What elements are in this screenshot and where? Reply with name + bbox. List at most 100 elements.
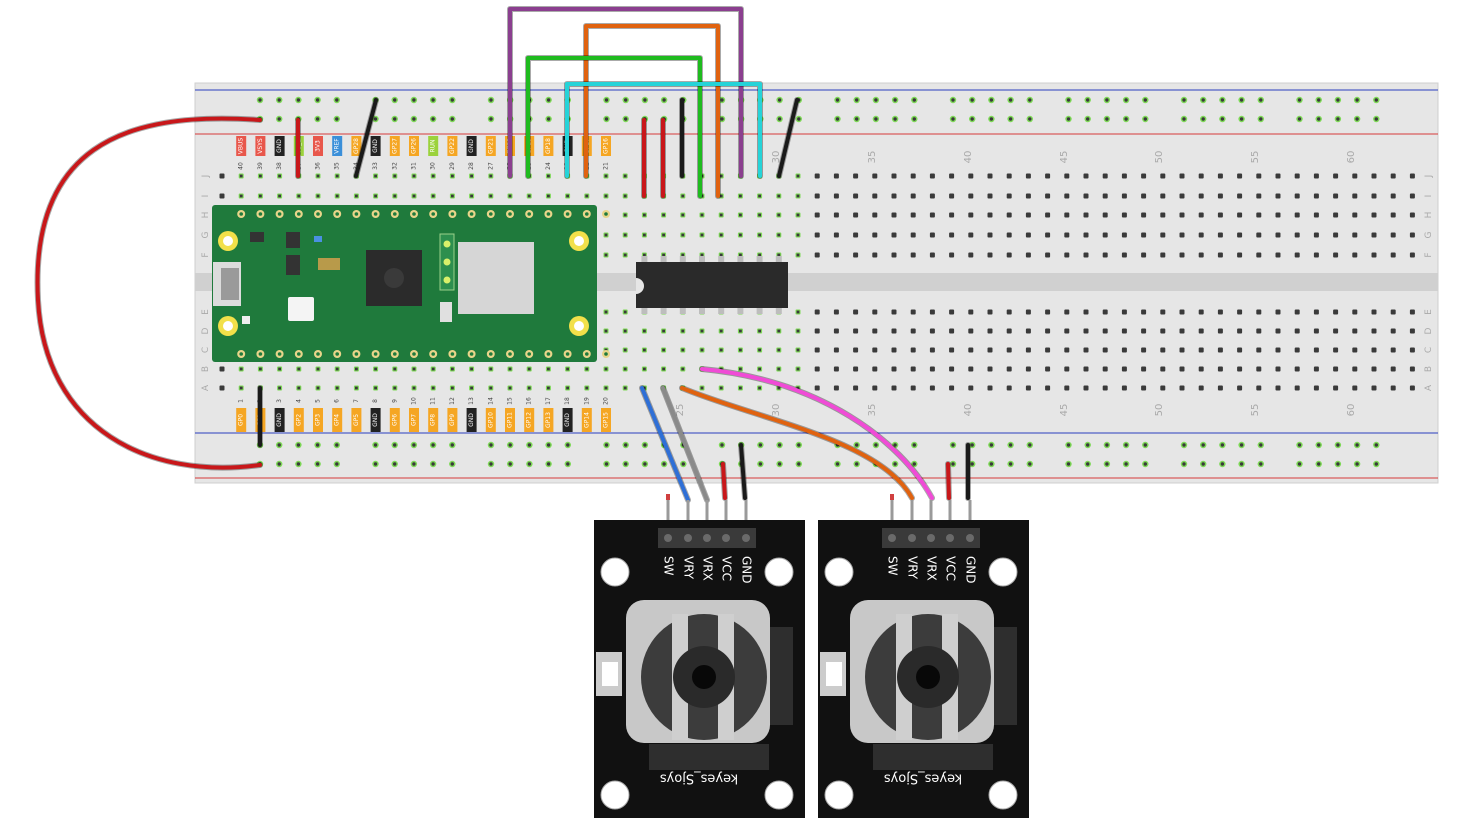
wifi-module <box>458 242 534 314</box>
hole <box>891 232 897 238</box>
hole <box>833 309 839 315</box>
top-rail-hole-center <box>1182 98 1186 102</box>
hole <box>1217 328 1223 334</box>
pin-label-box <box>543 408 554 432</box>
hole-center <box>527 386 531 390</box>
pin-label-top: GP21 <box>487 138 494 154</box>
component <box>286 255 300 275</box>
hole <box>968 193 974 199</box>
hole-center <box>739 233 742 237</box>
hole <box>1045 173 1051 179</box>
top-rail-hole-center <box>277 98 281 102</box>
hole <box>1102 309 1108 315</box>
row-letter-right: F <box>1424 252 1434 257</box>
hole-center <box>239 367 243 371</box>
top-rail-hole-center <box>1297 117 1302 121</box>
wire-black-gnd-1 <box>739 443 747 500</box>
hole <box>1294 347 1300 353</box>
row-letter-left: B <box>201 366 211 372</box>
hole-center <box>489 194 493 198</box>
hole <box>1217 193 1223 199</box>
hole <box>1121 173 1127 179</box>
hole <box>1083 347 1089 353</box>
hole <box>1294 328 1300 334</box>
bottom-rail-hole-center <box>1066 462 1071 466</box>
hole <box>1371 328 1377 334</box>
hole <box>1256 193 1262 199</box>
hole-center <box>777 329 781 333</box>
pin-socket <box>927 534 935 542</box>
pin-label-bottom: GP0 <box>238 414 245 426</box>
pin-label-box <box>274 408 285 432</box>
mounting-hole-center <box>574 236 584 246</box>
hole <box>814 212 820 218</box>
hole <box>1352 193 1358 199</box>
hole <box>1179 385 1185 391</box>
hole <box>1160 173 1166 179</box>
hole <box>1083 173 1089 179</box>
hole-center <box>412 386 416 390</box>
hole <box>987 347 993 353</box>
hole <box>987 385 993 391</box>
pin-number-top: 34 <box>353 162 360 170</box>
pin-number-top: 39 <box>257 162 264 170</box>
mounting-hole-center <box>574 321 584 331</box>
row-letter-right: H <box>1424 212 1434 219</box>
hole <box>1275 173 1281 179</box>
hole <box>929 252 935 258</box>
hole-center <box>777 386 781 390</box>
edge-pad-hole <box>297 352 301 356</box>
hole <box>1256 328 1262 334</box>
hole-center <box>508 194 512 198</box>
hole-center <box>374 194 377 198</box>
chip-pin <box>641 256 648 264</box>
hole-center <box>662 233 665 237</box>
edge-pad-hole <box>546 352 551 356</box>
hole <box>1025 173 1031 179</box>
hole-center <box>700 253 704 257</box>
hole <box>814 252 820 258</box>
hole-center <box>604 386 608 390</box>
top-rail-hole-center <box>720 117 724 121</box>
chip-body <box>636 262 788 308</box>
hole-center <box>431 174 435 178</box>
hole-center <box>278 174 281 178</box>
hole <box>1045 252 1051 258</box>
hole <box>1390 173 1396 179</box>
top-rail-hole-center <box>893 117 897 121</box>
hole-center <box>335 367 339 371</box>
hole <box>1313 328 1319 334</box>
pin-label: VRX <box>701 556 715 581</box>
edge-pad-hole <box>316 352 320 356</box>
hole <box>1064 212 1070 218</box>
top-rail-hole-center <box>1355 117 1359 121</box>
hole <box>1333 309 1339 315</box>
hole <box>1141 328 1147 334</box>
hole-center <box>355 386 358 390</box>
pin-number-bottom: 20 <box>603 397 610 405</box>
top-rail-hole-center <box>989 117 994 121</box>
hole <box>910 328 916 334</box>
bottom-rail-hole-center <box>450 443 454 447</box>
edge-pad-hole <box>373 352 378 356</box>
pin-number-bottom: 5 <box>315 399 322 403</box>
hole <box>1333 232 1339 238</box>
hole <box>1102 212 1108 218</box>
hole <box>1237 366 1243 372</box>
pin-label-bottom: GP2 <box>295 414 302 426</box>
top-rail-hole-center <box>1201 98 1205 102</box>
hole-center <box>412 367 416 371</box>
hole-center <box>604 174 608 178</box>
hole <box>1025 366 1031 372</box>
hole <box>872 366 878 372</box>
pin-socket <box>908 534 916 542</box>
top-rail-hole-center <box>643 98 647 102</box>
hole-center <box>431 367 435 371</box>
hole-center <box>796 367 800 371</box>
pin-socket <box>703 534 711 542</box>
column-number-top: 45 <box>1059 151 1070 164</box>
bottom-rail-hole-center <box>393 443 397 447</box>
hole-center <box>278 194 281 198</box>
bottom-rail-hole-center <box>373 462 378 466</box>
hole-center <box>700 329 704 333</box>
